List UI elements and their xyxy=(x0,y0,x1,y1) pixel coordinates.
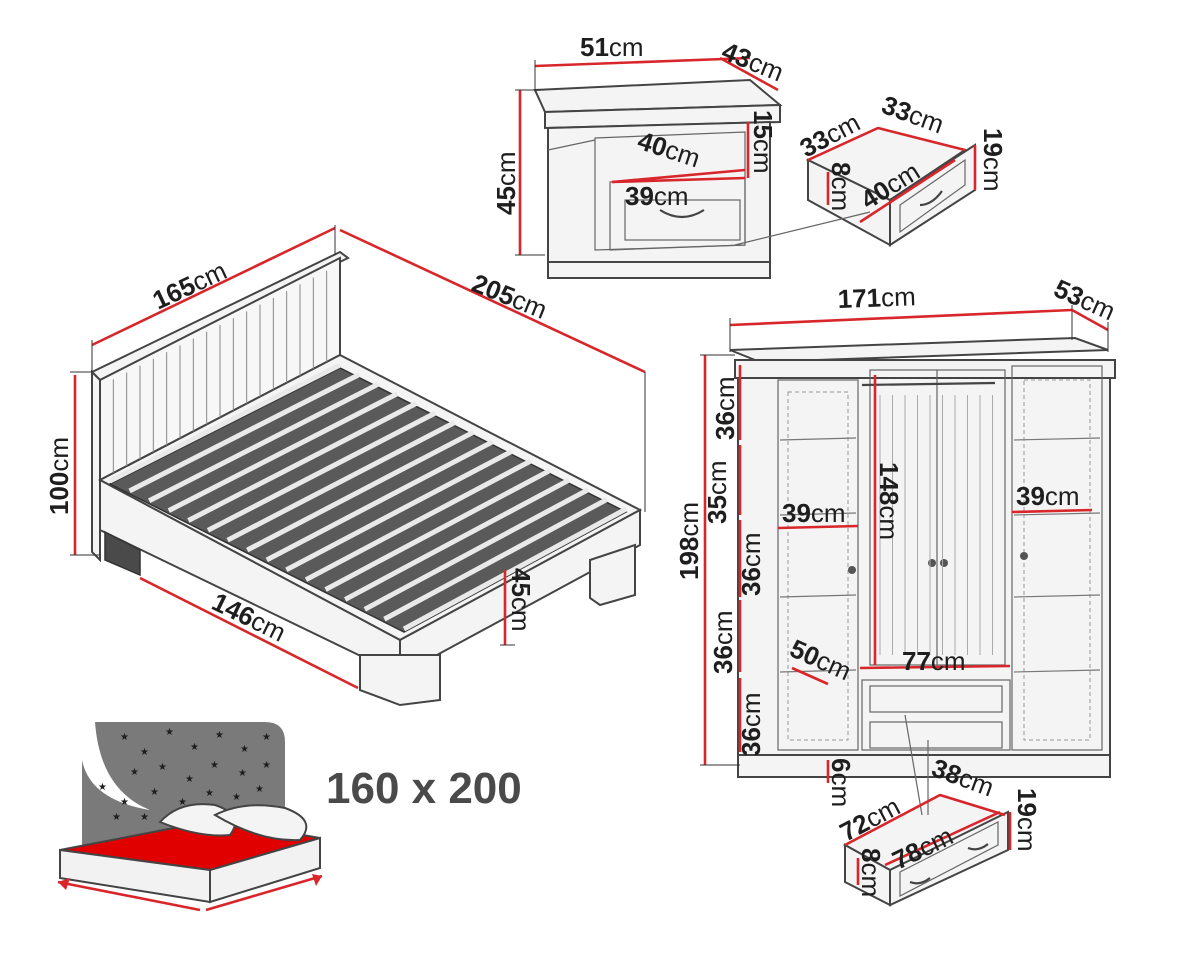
wardrobe-height-label: 198cm xyxy=(674,502,704,580)
star-icon: ★ xyxy=(205,788,214,799)
star-icon: ★ xyxy=(215,730,224,741)
star-icon: ★ xyxy=(262,760,271,771)
wardrobe-dimension-lines xyxy=(700,305,1109,783)
wardrobe-plinth-label: 6cm xyxy=(826,758,856,807)
wardrobe-shelf-2-label: 35cm xyxy=(702,460,732,524)
star-icon: ★ xyxy=(210,760,219,771)
nightstand-drawer-dimension-lines xyxy=(807,126,977,224)
nightstand-drawer-height-label: 19cm xyxy=(978,128,1008,192)
bed-slat xyxy=(187,401,418,523)
star-icon: ★ xyxy=(98,782,107,793)
wardrobe-center-width-label: 77cm xyxy=(902,646,966,676)
bed-slat xyxy=(108,362,342,484)
bed-slat xyxy=(363,487,590,612)
wardrobe-drawer-dimension-lines xyxy=(844,793,1012,885)
size-label: 160 x 200 xyxy=(326,764,522,813)
star-icon: ★ xyxy=(232,792,241,803)
wardrobe-shelves xyxy=(779,437,1101,673)
star-icon: ★ xyxy=(140,812,149,823)
wardrobe-width-label: 171cm xyxy=(837,281,916,314)
bed-slat xyxy=(148,381,380,503)
star-icon: ★ xyxy=(240,744,249,755)
wardrobe-shelf xyxy=(1013,437,1101,441)
wardrobe-shelf xyxy=(779,594,857,598)
star-icon: ★ xyxy=(120,797,129,808)
star-icon: ★ xyxy=(112,812,121,823)
star-icon: ★ xyxy=(190,742,199,753)
star-icon: ★ xyxy=(140,747,149,758)
star-icon: ★ xyxy=(262,732,271,743)
wardrobe-drawer-height-label: 19cm xyxy=(1012,788,1042,852)
wardrobe-shelf xyxy=(1013,512,1101,516)
wardrobe-shelf-3-label: 36cm xyxy=(736,532,766,596)
nightstand-depth-label: 43cm xyxy=(718,36,788,88)
star-icon: ★ xyxy=(120,732,129,743)
star-icon: ★ xyxy=(150,787,159,798)
wardrobe-door-panels xyxy=(879,395,993,655)
wardrobe-shelf xyxy=(1013,594,1101,598)
bed-drawing xyxy=(90,250,643,707)
bed-slat xyxy=(265,439,494,563)
bed-length-label: 205cm xyxy=(468,268,552,325)
bed-frame-height-label: 45cm xyxy=(506,568,536,632)
star-icon: ★ xyxy=(238,768,247,779)
nightstand-drawer-inner-height-label: 8cm xyxy=(826,162,856,211)
nightstand-drawer-front-label: 39cm xyxy=(625,181,689,211)
wardrobe-right-shelf-width-label: 39cm xyxy=(1016,481,1080,511)
bed-width-label: 165cm xyxy=(148,255,231,315)
star-icon: ★ xyxy=(185,774,194,785)
bed-dimension-lines xyxy=(70,225,646,690)
bed-slat xyxy=(285,449,513,573)
bed-slat xyxy=(246,429,475,553)
wardrobe-shelf xyxy=(779,669,857,673)
bed-headboard-panels xyxy=(112,270,328,474)
wardrobe-hanging-height-label: 148cm xyxy=(874,462,904,540)
wardrobe-drawer-inner-height-label: 8cm xyxy=(856,848,886,897)
mattress-size-icon: ★★★★★★★★★★★★★★★★★★★★★★★★ xyxy=(57,722,323,912)
star-icon: ★ xyxy=(158,762,167,773)
wardrobe-shelf-5-label: 36cm xyxy=(736,692,766,756)
bed-slat xyxy=(128,372,361,494)
wardrobe-shelf-4-label: 36cm xyxy=(708,610,738,674)
star-icon: ★ xyxy=(165,727,174,738)
bed-slat xyxy=(383,497,609,622)
star-icon: ★ xyxy=(178,797,187,808)
nightstand-height-label: 45cm xyxy=(491,151,521,215)
wardrobe-shelf xyxy=(779,512,857,516)
star-icon: ★ xyxy=(130,767,139,778)
wardrobe-shelf xyxy=(779,437,857,441)
wardrobe-shelf-1-label: 36cm xyxy=(710,376,740,440)
bed-height-label: 100cm xyxy=(44,437,74,515)
nightstand-shelf-height-label: 15cm xyxy=(748,110,778,174)
star-icon: ★ xyxy=(255,784,264,795)
nightstand-drawing xyxy=(533,78,783,279)
wardrobe-drawing xyxy=(729,336,1116,778)
bed-slat xyxy=(167,391,399,513)
bed-slat xyxy=(402,506,628,632)
bed-slat xyxy=(324,468,551,592)
pillow-icon xyxy=(212,804,308,842)
nightstand-width-label: 51cm xyxy=(580,32,644,62)
wardrobe-shelf xyxy=(1013,669,1101,673)
nightstand-dimension-lines xyxy=(515,56,779,256)
bed-slat xyxy=(206,410,437,533)
nightstand-shelf-depth-label: 40cm xyxy=(634,125,704,173)
wardrobe-drawer-drawing xyxy=(842,714,1009,907)
bed-slat xyxy=(344,477,570,602)
wardrobe-left-shelf-width-label: 39cm xyxy=(782,498,846,528)
nightstand-labels: 51cm 43cm 45cm 40cm 15cm 39cm xyxy=(491,32,788,215)
bed-slat xyxy=(226,420,456,543)
bed-slats xyxy=(108,362,628,632)
bed-slat xyxy=(304,458,532,582)
